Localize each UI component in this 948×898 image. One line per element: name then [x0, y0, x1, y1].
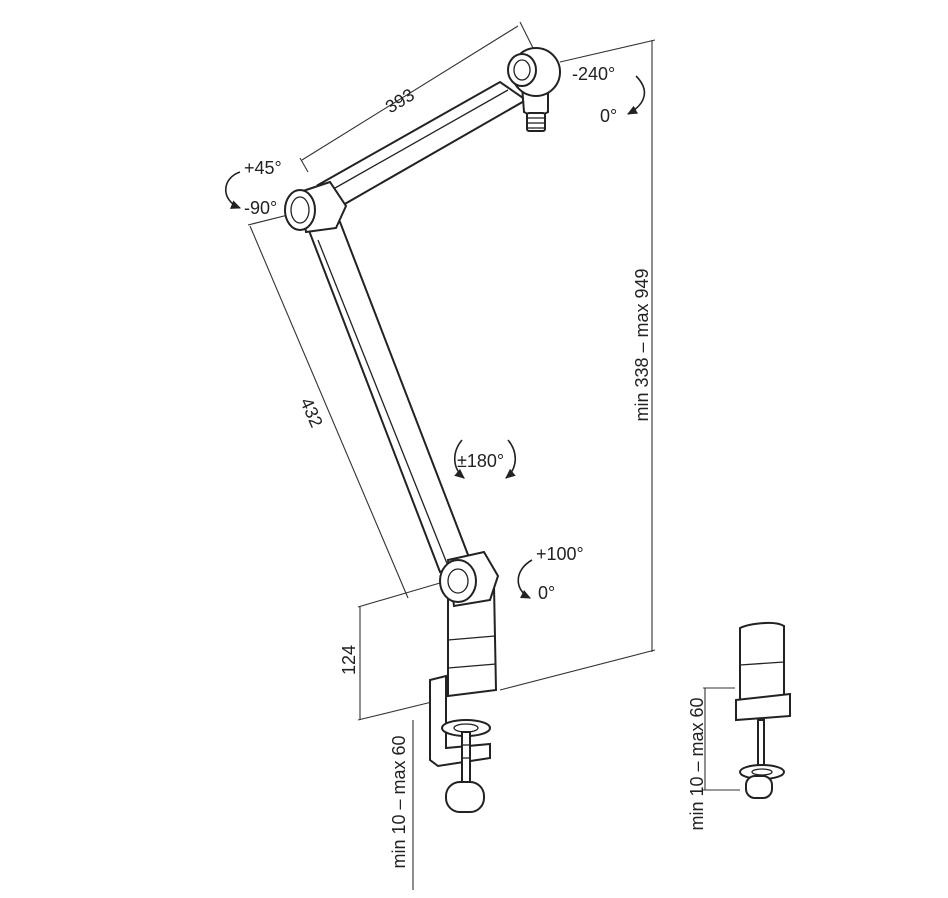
desk-clamp: [429, 674, 491, 813]
elbow-rotation-min-label: -90°: [244, 198, 277, 218]
head-rotation-min-label: 0°: [600, 106, 617, 126]
arm-rotation-arrow-right: [505, 439, 517, 479]
rotation-arcs: [224, 75, 646, 599]
reach-range-label: min 338 – max 949: [632, 268, 652, 421]
head-rotation-arrow: [627, 75, 646, 115]
clamp-detail: [735, 621, 791, 799]
upper-arm-length-label: 393: [382, 85, 418, 118]
lower-arm: [306, 220, 472, 574]
arm-rotation-arrow-left: [453, 439, 465, 479]
elbow-joint: [284, 180, 348, 234]
clamp-range-detail-label: min 10 – max 60: [687, 697, 707, 830]
lower-arm-length-label: 432: [296, 395, 326, 431]
dimension-lines: [247, 21, 740, 890]
base-rotation-arrow: [517, 559, 533, 599]
base-column: [439, 550, 500, 698]
elbow-rotation-arrow: [224, 171, 242, 209]
base-rotation-max-label: +100°: [536, 544, 584, 564]
head-rotation-max-label: -240°: [572, 64, 615, 84]
arm-rotation-label: ±180°: [457, 451, 504, 471]
clamp-range-main-label: min 10 – max 60: [389, 735, 409, 868]
elbow-rotation-max-label: +45°: [244, 158, 282, 178]
head-joint: [507, 47, 561, 132]
labels: 393 432 124 min 338 – max 949 min 10 – m…: [244, 64, 707, 869]
upper-arm: [316, 80, 528, 207]
base-height-label: 124: [339, 645, 359, 675]
base-rotation-min-label: 0°: [538, 583, 555, 603]
